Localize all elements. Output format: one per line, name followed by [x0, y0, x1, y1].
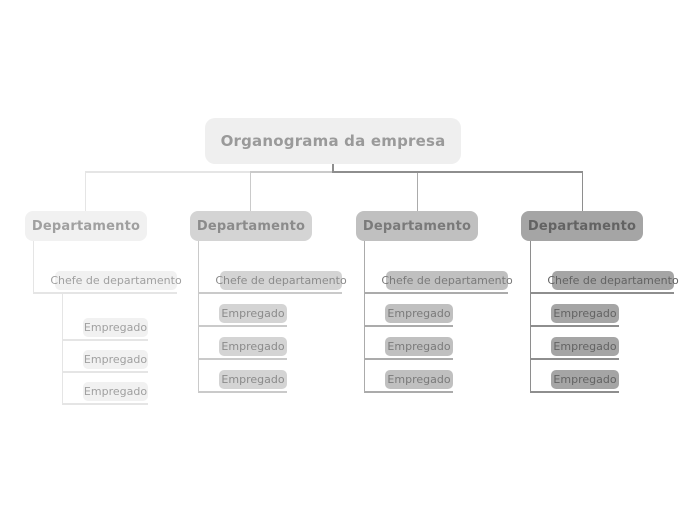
employee-node[interactable]: Empregado [551, 337, 619, 356]
connector-line [581, 171, 583, 211]
connector-line [197, 241, 199, 393]
chief-node-4[interactable]: Chefe de departamento [547, 271, 679, 290]
chief-label: Chefe de departamento [547, 274, 679, 287]
connector-line [61, 371, 148, 373]
connector-line [529, 391, 619, 393]
employee-label: Empregado [387, 373, 451, 386]
connector-line [529, 241, 531, 393]
chief-label: Chefe de departamento [50, 274, 182, 287]
chief-node-3[interactable]: Chefe de departamento [381, 271, 513, 290]
department-node-1[interactable]: Departamento [25, 211, 147, 241]
connector-line [332, 164, 334, 173]
employee-node[interactable]: Empregado [83, 382, 148, 401]
chief-label: Chefe de departamento [215, 274, 347, 287]
department-label: Departamento [527, 218, 637, 234]
employee-node[interactable]: Empregado [385, 337, 453, 356]
connector-line [416, 171, 418, 211]
connector-line [197, 358, 287, 360]
connector-line [85, 171, 334, 173]
employee-label: Empregado [553, 307, 617, 320]
employee-label: Empregado [83, 353, 148, 366]
department-node-2[interactable]: Departamento [190, 211, 312, 241]
connector-line [363, 241, 365, 393]
employee-label: Empregado [221, 373, 285, 386]
connector-line [84, 171, 86, 211]
chief-label: Chefe de departamento [381, 274, 513, 287]
connector-line [333, 171, 583, 173]
connector-line [32, 241, 34, 294]
employee-node[interactable]: Empregado [219, 304, 287, 323]
connector-line [250, 171, 334, 173]
employee-label: Empregado [83, 385, 148, 398]
root-node[interactable]: Organograma da empresa [205, 118, 461, 164]
department-node-4[interactable]: Departamento [521, 211, 643, 241]
connector-line [61, 403, 148, 405]
root-node-label: Organograma da empresa [220, 132, 446, 150]
employee-label: Empregado [553, 340, 617, 353]
employee-label: Empregado [387, 307, 451, 320]
connector-line [197, 391, 287, 393]
employee-node[interactable]: Empregado [385, 304, 453, 323]
employee-label: Empregado [221, 307, 285, 320]
connector-line [363, 292, 508, 294]
connector-line [197, 325, 287, 327]
employee-node[interactable]: Empregado [551, 304, 619, 323]
connector-line [529, 358, 619, 360]
employee-label: Empregado [221, 340, 285, 353]
connector-line [529, 292, 674, 294]
connector-line [197, 292, 342, 294]
connector-line [61, 292, 63, 405]
department-node-3[interactable]: Departamento [356, 211, 478, 241]
connector-line [249, 171, 251, 211]
connector-line [32, 292, 177, 294]
employee-node[interactable]: Empregado [551, 370, 619, 389]
employee-node[interactable]: Empregado [83, 318, 148, 337]
employee-label: Empregado [553, 373, 617, 386]
connector-line [363, 391, 453, 393]
connector-line [363, 358, 453, 360]
department-label: Departamento [362, 218, 472, 234]
chief-node-2[interactable]: Chefe de departamento [215, 271, 347, 290]
employee-node[interactable]: Empregado [219, 337, 287, 356]
connector-line [529, 325, 619, 327]
chief-node-1[interactable]: Chefe de departamento [50, 271, 182, 290]
employee-label: Empregado [83, 321, 148, 334]
department-label: Departamento [196, 218, 306, 234]
department-label: Departamento [31, 218, 141, 234]
employee-node[interactable]: Empregado [385, 370, 453, 389]
connector-line [363, 325, 453, 327]
employee-node[interactable]: Empregado [83, 350, 148, 369]
employee-node[interactable]: Empregado [219, 370, 287, 389]
employee-label: Empregado [387, 340, 451, 353]
connector-line [61, 339, 148, 341]
